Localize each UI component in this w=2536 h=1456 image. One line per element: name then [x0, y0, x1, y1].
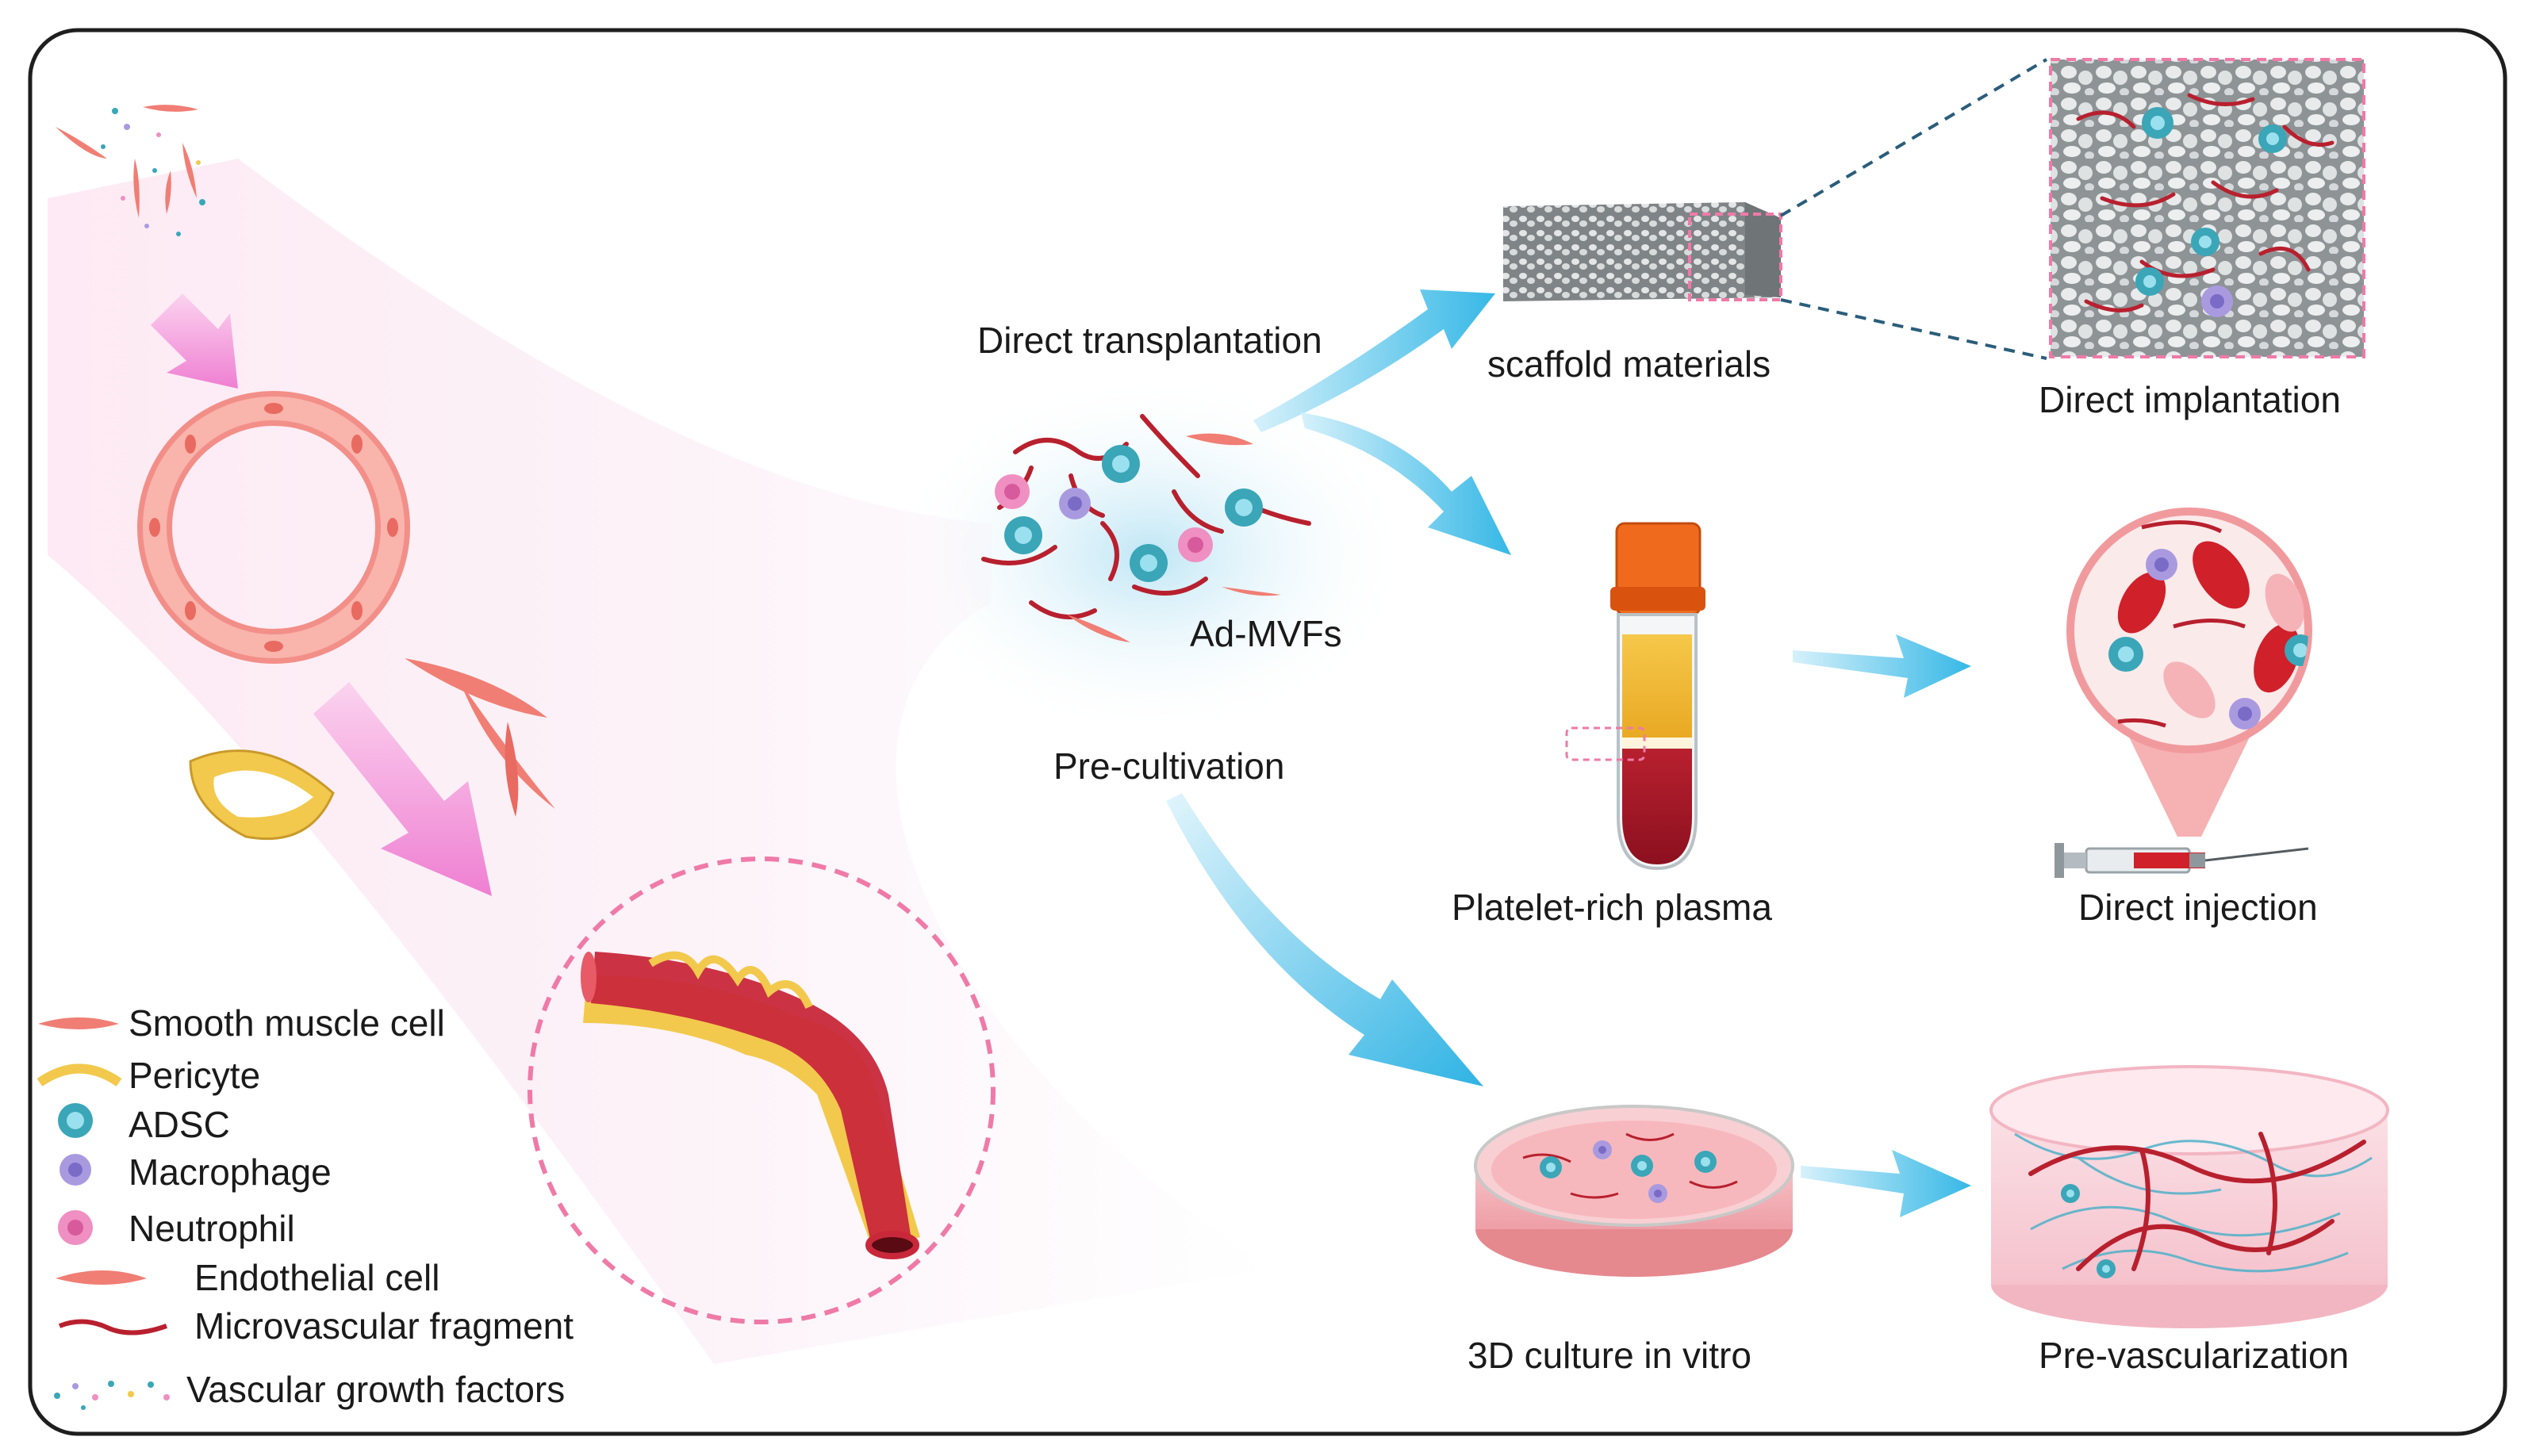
- pericyte-icon: [36, 1063, 122, 1086]
- petri-dish: [1474, 1105, 1794, 1277]
- ad-mvfs-cluster: [981, 414, 1311, 642]
- label-3d-culture: 3D culture in vitro: [1468, 1335, 1751, 1376]
- pink-arrow-large: [313, 682, 492, 896]
- legend-label-macrophage: Macrophage: [129, 1151, 332, 1193]
- legend: Smooth muscle cell Pericyte ADSC Macroph…: [36, 1002, 574, 1410]
- smooth-muscle-cells: [405, 658, 555, 817]
- label-pre-cultivation: Pre-cultivation: [1053, 745, 1284, 787]
- legend-label-vascular-growth-factors: Vascular growth factors: [186, 1369, 565, 1410]
- adsc-icon: [58, 1103, 93, 1138]
- vessel-detail-circle: [528, 856, 996, 1324]
- arrow-to-3d-culture: [1166, 793, 1483, 1086]
- zoom-line-top: [1779, 58, 2048, 217]
- legend-label-smooth-muscle-cell: Smooth muscle cell: [129, 1002, 445, 1044]
- neutrophil-icon: [58, 1210, 93, 1245]
- label-direct-injection: Direct injection: [2078, 887, 2318, 928]
- legend-label-neutrophil: Neutrophil: [129, 1208, 295, 1249]
- macrophage-icon: [59, 1154, 91, 1186]
- prp-tube: [1565, 522, 1705, 871]
- label-pre-vascularization: Pre-vascularization: [2039, 1335, 2349, 1376]
- arrow-to-scaffold: [1253, 289, 1495, 432]
- implant-cube: [2049, 58, 2365, 358]
- label-ad-mvfs: Ad-MVFs: [1190, 613, 1342, 654]
- label-scaffold-materials: scaffold materials: [1487, 343, 1771, 385]
- zoom-line-bottom: [1780, 298, 2047, 360]
- legend-label-microvascular-fragment: Microvascular fragment: [194, 1305, 574, 1347]
- arrow-to-injection: [1793, 634, 1971, 698]
- arrow-to-prevascularization: [1801, 1150, 1971, 1217]
- pink-arrow-small: [151, 293, 238, 389]
- arrow-to-prp: [1301, 412, 1511, 555]
- label-direct-transplantation: Direct transplantation: [977, 320, 1322, 361]
- prevascularization-construct: [1989, 1065, 2389, 1328]
- legend-label-pericyte: Pericyte: [129, 1055, 260, 1096]
- scaffold-slab: [1503, 202, 1782, 301]
- pericyte-cell: [189, 749, 335, 841]
- legend-label-adsc: ADSC: [129, 1104, 230, 1145]
- label-platelet-rich-plasma: Platelet-rich plasma: [1452, 887, 1772, 928]
- legend-label-endothelial-cell: Endothelial cell: [194, 1257, 439, 1298]
- smooth-muscle-cell-icon: [38, 1017, 119, 1029]
- growth-factor-cluster: [56, 105, 205, 236]
- endothelial-ring: [137, 391, 410, 664]
- syringe: [2055, 843, 2309, 878]
- vascular-growth-factors-icon: [54, 1381, 170, 1410]
- label-direct-implantation: Direct implantation: [2039, 379, 2341, 420]
- microvascular-fragment-icon: [58, 1319, 168, 1335]
- injection-magnifier: [2066, 508, 2312, 837]
- endothelial-cell-icon: [56, 1270, 147, 1285]
